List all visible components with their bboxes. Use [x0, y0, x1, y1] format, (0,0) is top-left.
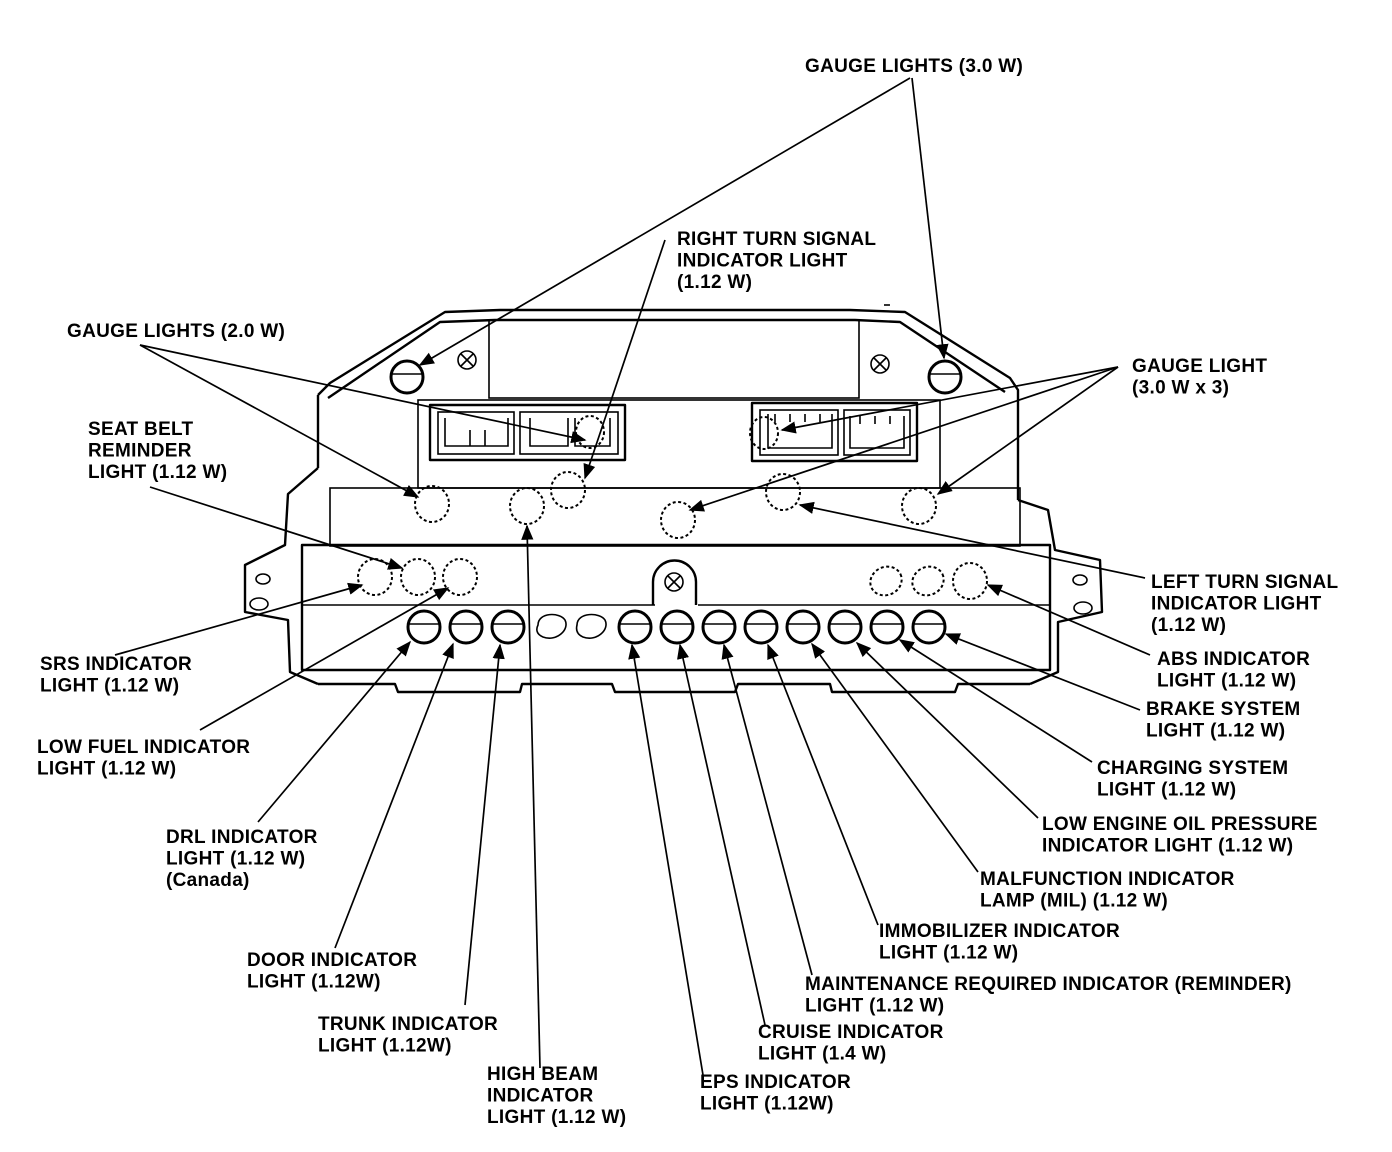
- bulbs: [357, 359, 988, 645]
- bulb-gauge-left-lower: [414, 485, 450, 523]
- label-line: LIGHT (1.12 W): [40, 676, 179, 697]
- label-line: ABS INDICATOR: [1157, 649, 1310, 670]
- socket-row: [406, 609, 947, 645]
- label-line: RIGHT TURN SIGNAL: [677, 229, 876, 250]
- label-line: LIGHT (1.12W): [700, 1094, 834, 1115]
- label-line: SRS INDICATOR: [40, 654, 192, 675]
- label-line: DRL INDICATOR: [166, 827, 318, 848]
- label-line: LIGHT (1.12 W): [1146, 721, 1285, 742]
- label-line: LAMP (MIL) (1.12 W): [980, 891, 1168, 912]
- label-line: REMINDER: [88, 441, 192, 462]
- label-line: LIGHT (1.12W): [318, 1036, 452, 1057]
- bulb-gauge-right-lower: [901, 487, 937, 525]
- label-line: CRUISE INDICATOR: [758, 1022, 944, 1043]
- label-line: LIGHT (1.12 W): [1097, 780, 1236, 801]
- bulb-srs: [357, 558, 393, 596]
- label-gauge-lights-2w: GAUGE LIGHTS (2.0 W): [67, 321, 285, 342]
- label-line: (3.0 W x 3): [1132, 378, 1229, 399]
- label-line: LIGHT (1.12 W): [805, 996, 944, 1017]
- label-line: (1.12 W): [677, 272, 752, 293]
- bulb-seat-belt: [400, 558, 436, 596]
- label-line: TRUNK INDICATOR: [318, 1014, 498, 1035]
- label-gauge-lights-3w: GAUGE LIGHTS (3.0 W): [805, 56, 1023, 77]
- bulb-connector-right: [749, 416, 779, 450]
- bulb-blank-1: [869, 565, 903, 597]
- bulb-right-turn: [550, 471, 586, 509]
- bulb-high-beam: [509, 487, 545, 525]
- bulb-abs: [952, 562, 988, 600]
- label-line: INDICATOR LIGHT (1.12 W): [1042, 836, 1293, 857]
- gauge-light-socket-top-left: [389, 359, 425, 395]
- label-line: INDICATOR LIGHT: [677, 251, 848, 272]
- label-gauge-light-3x3: GAUGE LIGHT(3.0 W x 3): [1132, 356, 1267, 399]
- label-line: LOW FUEL INDICATOR: [37, 737, 250, 758]
- label-line: MALFUNCTION INDICATOR: [980, 869, 1235, 890]
- bulb-blank-2: [911, 565, 945, 597]
- leader-lines: [114, 77, 1151, 1076]
- label-line: LIGHT (1.12 W): [166, 849, 305, 870]
- label-line: EPS INDICATOR: [700, 1072, 851, 1093]
- label-line: CHARGING SYSTEM: [1097, 758, 1288, 779]
- label-line: LIGHT (1.12 W): [879, 943, 1018, 964]
- label-line: INDICATOR LIGHT: [1151, 594, 1322, 615]
- label-line: (1.12 W): [1151, 615, 1226, 636]
- gauge-light-socket-top-right: [927, 359, 963, 395]
- label-line: SEAT BELT: [88, 419, 194, 440]
- label-line: BRAKE SYSTEM: [1146, 699, 1301, 720]
- label-line: LEFT TURN SIGNAL: [1151, 572, 1338, 593]
- label-line: LIGHT (1.12 W): [1157, 671, 1296, 692]
- label-line: GAUGE LIGHT: [1132, 356, 1267, 377]
- label-line: GAUGE LIGHTS (3.0 W): [805, 56, 1023, 77]
- label-line: LIGHT (1.12 W): [88, 462, 227, 483]
- bulb-gauge-center: [660, 501, 696, 539]
- label-line: MAINTENANCE REQUIRED INDICATOR (REMINDER…: [805, 974, 1292, 995]
- label-line: LIGHT (1.12 W): [37, 759, 176, 780]
- bulb-left-turn: [765, 473, 801, 511]
- label-line: INDICATOR: [487, 1086, 594, 1107]
- label-line: LIGHT (1.12W): [247, 972, 381, 993]
- bulb-low-fuel: [442, 558, 478, 596]
- label-line: DOOR INDICATOR: [247, 950, 417, 971]
- label-line: IMMOBILIZER INDICATOR: [879, 921, 1120, 942]
- label-line: LIGHT (1.12 W): [487, 1107, 626, 1128]
- label-line: HIGH BEAM: [487, 1064, 598, 1085]
- cluster-housing: [243, 304, 1104, 694]
- label-maintenance: MAINTENANCE REQUIRED INDICATOR (REMINDER…: [805, 974, 1292, 1017]
- label-line: (Canada): [166, 870, 250, 891]
- label-line: GAUGE LIGHTS (2.0 W): [67, 321, 285, 342]
- label-line: LOW ENGINE OIL PRESSURE: [1042, 814, 1318, 835]
- label-line: LIGHT (1.4 W): [758, 1044, 886, 1065]
